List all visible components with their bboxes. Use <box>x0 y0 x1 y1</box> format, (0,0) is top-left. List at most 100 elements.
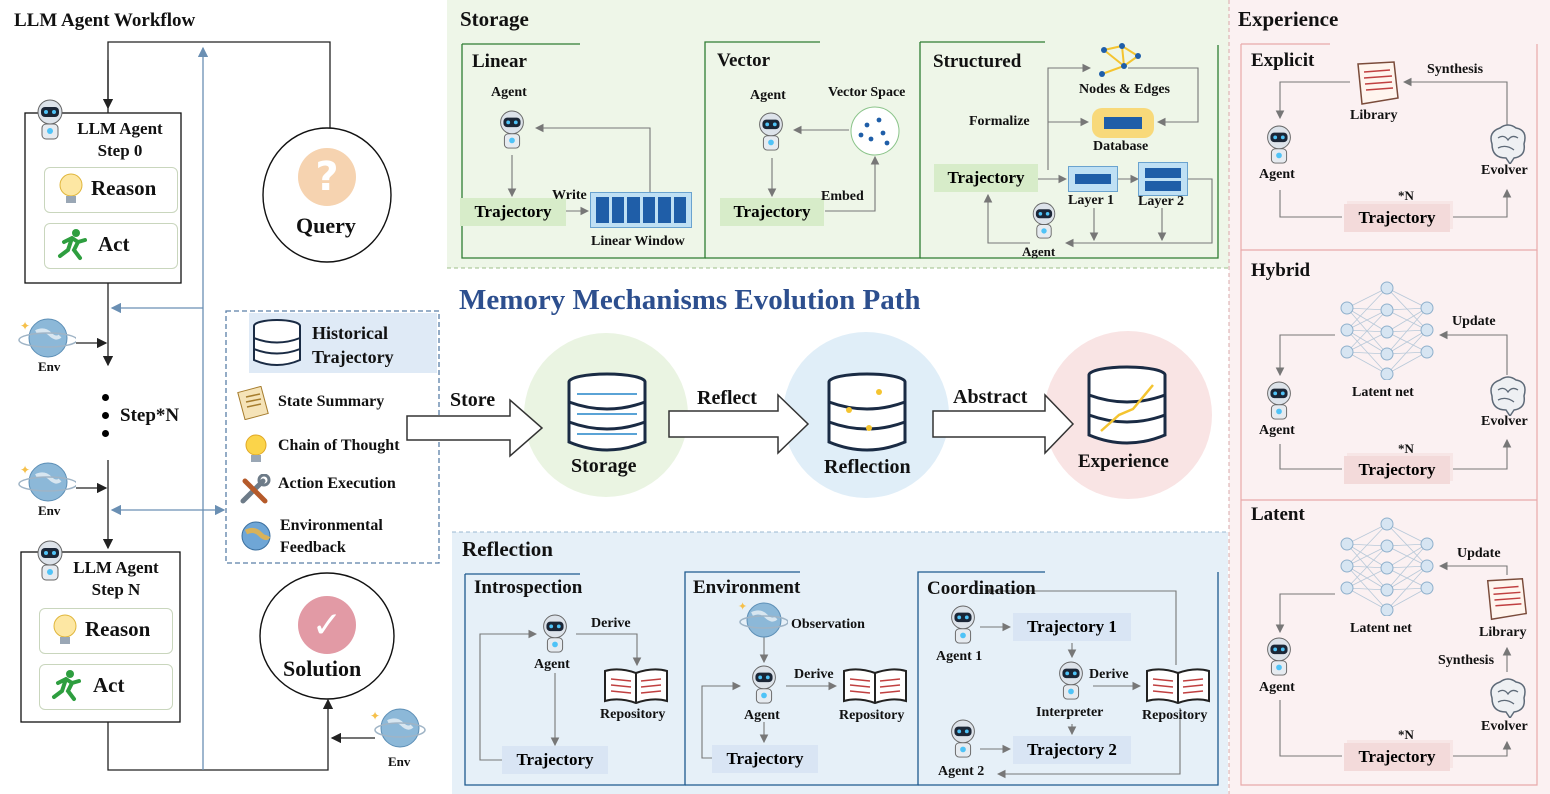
env-label-1: Env <box>38 359 61 374</box>
act-label-n: Act <box>93 673 125 697</box>
svg-text:✦: ✦ <box>370 709 380 723</box>
running-icon <box>52 670 81 701</box>
robot-icon <box>759 112 783 151</box>
stepN-label: LLM Agent Step N <box>73 558 159 599</box>
layer2-block <box>1138 162 1188 196</box>
linear-window-label: Linear Window <box>591 234 685 249</box>
explicit-trajectory-chip: Trajectory <box>1344 204 1450 232</box>
solution-label: Solution <box>283 656 362 681</box>
question-icon: ? <box>298 148 356 206</box>
history-item-1: Chain of Thought <box>278 437 400 454</box>
document-icon <box>1357 61 1399 105</box>
robot-icon <box>543 614 567 653</box>
vector-title: Vector <box>717 50 771 71</box>
embed-label: Embed <box>821 189 864 204</box>
step-n-label: Step*N <box>120 405 180 426</box>
hybrid-latent-label: Latent net <box>1352 385 1414 400</box>
hybrid-evolver-label: Evolver <box>1481 414 1528 429</box>
observation-label: Observation <box>791 617 865 632</box>
robot-icon <box>500 110 524 149</box>
latent-update-label: Update <box>1457 546 1501 561</box>
act-label-0: Act <box>98 232 130 256</box>
environment-agent-label: Agent <box>744 708 780 723</box>
coordination-repository-label: Repository <box>1142 708 1208 723</box>
vector-agent-label: Agent <box>750 88 786 103</box>
brain-icon <box>1490 376 1526 416</box>
explicit-library-label: Library <box>1350 108 1398 123</box>
latent-evolver-label: Evolver <box>1481 719 1528 734</box>
running-icon <box>58 229 87 260</box>
introspection-derive-label: Derive <box>591 616 631 631</box>
latent-agent-label: Agent <box>1259 680 1295 695</box>
robot-icon <box>1267 637 1291 676</box>
linear-trajectory-chip: Trajectory <box>460 198 566 226</box>
reason-label-n: Reason <box>85 617 151 641</box>
latent-trajectory-chip: Trajectory <box>1344 743 1450 771</box>
notepad-icon <box>237 386 269 420</box>
document-icon <box>1486 578 1528 621</box>
reason-label-0: Reason <box>91 176 157 200</box>
environment-derive-label: Derive <box>794 667 834 682</box>
robot-icon <box>951 605 975 644</box>
svg-text:✦: ✦ <box>20 463 30 477</box>
globe-icon: ✦ <box>738 601 788 638</box>
hybrid-trajectory-chip: Trajectory <box>1344 456 1450 484</box>
agent2-label: Agent 2 <box>938 764 985 779</box>
globe-icon <box>241 521 271 551</box>
globe-icon: ✦ <box>18 318 76 358</box>
lightbulb-icon <box>245 434 267 462</box>
brain-icon <box>1490 678 1526 718</box>
storage-db-icon <box>567 372 647 452</box>
act-card-0[interactable] <box>44 223 178 269</box>
hybrid-title: Hybrid <box>1251 260 1311 281</box>
trajectory1-chip: Trajectory 1 <box>1013 613 1131 641</box>
dot <box>102 394 109 401</box>
globe-icon: ✦ <box>370 708 426 748</box>
vector-trajectory-chip: Trajectory <box>720 198 824 226</box>
lightbulb-icon <box>59 173 83 203</box>
check-icon: ✓ <box>298 596 356 654</box>
globe-icon: ✦ <box>18 462 76 502</box>
explicit-synthesis-label: Synthesis <box>1427 62 1484 77</box>
evolution-title: Memory Mechanisms Evolution Path <box>459 284 921 316</box>
introspection-title: Introspection <box>474 577 583 598</box>
environment-title: Environment <box>693 577 801 598</box>
coordination-derive-label: Derive <box>1089 667 1129 682</box>
workflow-title: LLM Agent Workflow <box>14 10 196 31</box>
neural-net-icon <box>1340 517 1434 616</box>
database-icon <box>253 319 301 366</box>
environment-trajectory-chip: Trajectory <box>712 745 818 773</box>
dot <box>102 412 109 419</box>
query-label: Query <box>296 213 356 238</box>
database-block <box>1092 108 1154 138</box>
dot <box>102 430 109 437</box>
history-item-0: State Summary <box>278 393 385 410</box>
introspection-repository-label: Repository <box>600 707 666 722</box>
svg-text:✦: ✦ <box>738 601 747 613</box>
svg-text:✦: ✦ <box>20 319 30 333</box>
trajectory2-chip: Trajectory 2 <box>1013 736 1131 764</box>
reflection-node-label: Reflection <box>824 456 911 478</box>
book-icon <box>604 668 668 705</box>
explicit-evolver-label: Evolver <box>1481 163 1528 178</box>
storage-title: Storage <box>460 7 529 31</box>
reflect-label: Reflect <box>697 387 757 409</box>
robot-icon <box>37 99 63 140</box>
neural-net-icon <box>1340 281 1434 380</box>
hybrid-agent-label: Agent <box>1259 423 1295 438</box>
robot-icon <box>37 540 63 581</box>
store-label: Store <box>450 389 496 411</box>
formalize-label: Formalize <box>969 114 1030 129</box>
explicit-agent-label: Agent <box>1259 167 1295 182</box>
structured-trajectory-chip: Trajectory <box>934 164 1038 192</box>
explicit-n-label: *N <box>1398 188 1414 203</box>
history-item-3: Environmental Feedback <box>280 517 383 556</box>
database-label: Database <box>1093 139 1149 154</box>
experience-node-label: Experience <box>1078 451 1169 472</box>
reflection-db-icon <box>827 372 907 452</box>
coordination-title: Coordination <box>927 578 1036 599</box>
book-icon <box>1146 668 1210 705</box>
linear-title: Linear <box>472 51 527 72</box>
explicit-title: Explicit <box>1251 50 1315 71</box>
